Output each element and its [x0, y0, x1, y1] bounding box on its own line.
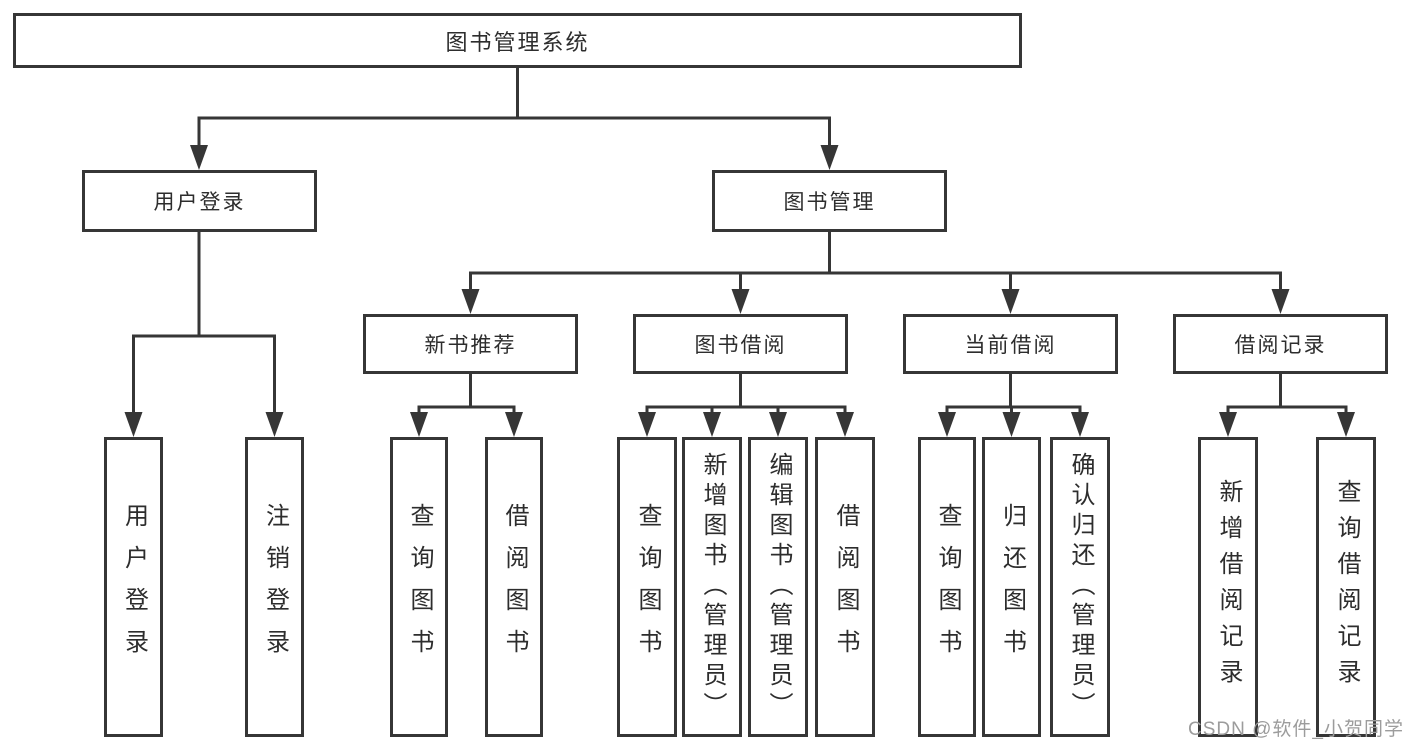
leaf-user-login: 用户登录	[104, 437, 163, 737]
node-borrowing-records: 借阅记录	[1173, 314, 1388, 374]
leaf-add-borrow-record: 新增借阅记录	[1198, 437, 1258, 737]
node-label: 查询图书	[406, 503, 433, 671]
node-label: 注销登录	[261, 503, 289, 671]
node-label: 查询借阅记录	[1333, 479, 1360, 695]
node-new-book-recommend: 新书推荐	[363, 314, 578, 374]
leaf-logout: 注销登录	[245, 437, 304, 737]
connector-new-book-recommend-children	[410, 374, 523, 437]
node-label: 借阅图书	[832, 503, 859, 671]
node-book-borrowing: 图书借阅	[633, 314, 848, 374]
node-library-system: 图书管理系统	[13, 13, 1022, 68]
node-label: 确认归还（管理员）	[1067, 452, 1094, 722]
node-label: 编辑图书（管理员）	[765, 452, 792, 722]
node-label: 当前借阅	[964, 334, 1057, 357]
node-label: 用户登录	[120, 503, 148, 671]
leaf-query-books-borrowing: 查询图书	[617, 437, 677, 737]
connector-user-login-children	[124, 232, 284, 437]
leaf-edit-books-admin: 编辑图书（管理员）	[748, 437, 808, 737]
leaf-borrow-books-borrowing: 借阅图书	[815, 437, 875, 737]
leaf-query-borrow-record: 查询借阅记录	[1316, 437, 1376, 737]
connector-book-management-children	[461, 232, 1290, 314]
node-label: 新书推荐	[424, 334, 517, 357]
node-label: 借阅记录	[1234, 334, 1327, 357]
connector-book-borrowing-children	[638, 374, 854, 437]
connector-root-to-level2	[190, 68, 839, 170]
leaf-add-books-admin: 新增图书（管理员）	[682, 437, 742, 737]
leaf-return-books: 归还图书	[982, 437, 1041, 737]
node-label: 新增借阅记录	[1215, 479, 1242, 695]
node-label: 归还图书	[998, 503, 1026, 671]
watermark: CSDN @软件_小贺同学	[1188, 719, 1404, 740]
node-book-management: 图书管理	[712, 170, 947, 232]
leaf-query-books-recommend: 查询图书	[390, 437, 448, 737]
node-user-login: 用户登录	[82, 170, 317, 232]
leaf-confirm-return-admin: 确认归还（管理员）	[1050, 437, 1110, 737]
node-label: 图书管理	[783, 191, 876, 214]
node-label: 用户登录	[153, 191, 246, 214]
connector-borrowing-records-children	[1219, 374, 1355, 437]
connector-current-borrowing-children	[938, 374, 1089, 437]
leaf-borrow-books-recommend: 借阅图书	[485, 437, 543, 737]
node-label: 图书管理系统	[445, 29, 590, 55]
node-label: 图书借阅	[694, 334, 787, 357]
node-label: 查询图书	[934, 503, 961, 671]
node-current-borrowing: 当前借阅	[903, 314, 1118, 374]
node-label: 借阅图书	[501, 503, 528, 671]
node-label: 查询图书	[634, 503, 661, 671]
leaf-query-books-current: 查询图书	[918, 437, 976, 737]
node-label: 新增图书（管理员）	[699, 452, 726, 722]
